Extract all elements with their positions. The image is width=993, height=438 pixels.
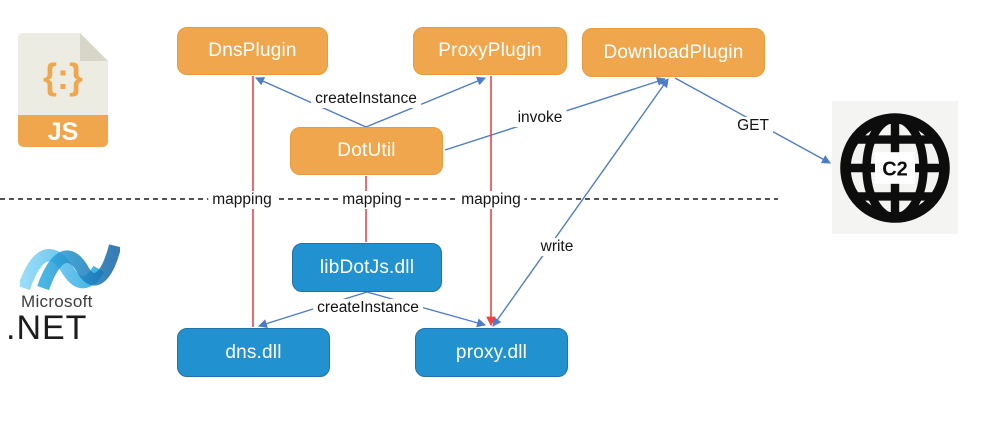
- label-mapping-dotutil: mapping: [338, 191, 406, 209]
- edge-write-proxydll-downloadplugin: [492, 78, 669, 327]
- dotnet-wave-icon: [20, 244, 120, 290]
- label-get: GET: [733, 117, 773, 135]
- js-file-icon: {:} JS: [18, 33, 108, 152]
- node-libdotjs: libDotJs.dll: [292, 243, 442, 292]
- node-dotutil-label: DotUtil: [337, 140, 396, 161]
- label-createinstance-bottom: createInstance: [313, 299, 423, 317]
- edge-createinstance-dotutil-to-dnsplugin: [254, 77, 367, 128]
- edge-createinstance-libdotjs-to-proxydll: [366, 291, 487, 328]
- node-downloadplugin: DownloadPlugin: [582, 28, 765, 77]
- node-dnsplugin-label: DnsPlugin: [208, 40, 297, 61]
- node-proxyplugin: ProxyPlugin: [413, 27, 567, 75]
- label-mapping-dns: mapping: [208, 191, 276, 209]
- label-createinstance-top: createInstance: [311, 90, 421, 108]
- js-icon-label: JS: [48, 118, 79, 146]
- node-downloadplugin-label: DownloadPlugin: [603, 41, 744, 63]
- dotnet-logo-microsoft-text: Microsoft: [21, 292, 93, 311]
- c2-label: C2: [882, 158, 908, 180]
- edge-createinstance-libdotjs-to-dnsdll: [257, 291, 368, 328]
- globe-icon: C2: [840, 112, 950, 223]
- dotnet-logo: Microsoft .NET: [6, 242, 136, 348]
- node-dotutil: DotUtil: [290, 127, 443, 175]
- edge-createinstance-dotutil-to-proxyplugin: [365, 76, 487, 128]
- label-mapping-proxy: mapping: [457, 191, 525, 209]
- node-dnsplugin: DnsPlugin: [177, 27, 328, 75]
- c2-server: C2: [832, 101, 958, 234]
- label-write: write: [536, 238, 578, 256]
- node-proxydll-label: proxy.dll: [455, 341, 528, 363]
- node-dnsdll-label: dns.dll: [225, 341, 282, 363]
- js-icon-braces-glyph: {:}: [43, 56, 83, 97]
- node-libdotjs-label: libDotJs.dll: [319, 256, 415, 278]
- node-proxyplugin-label: ProxyPlugin: [438, 40, 542, 61]
- node-proxydll: proxy.dll: [415, 328, 568, 377]
- dotnet-logo-net-text: .NET: [6, 309, 88, 347]
- label-invoke: invoke: [513, 109, 567, 127]
- node-dnsdll: dns.dll: [177, 328, 330, 377]
